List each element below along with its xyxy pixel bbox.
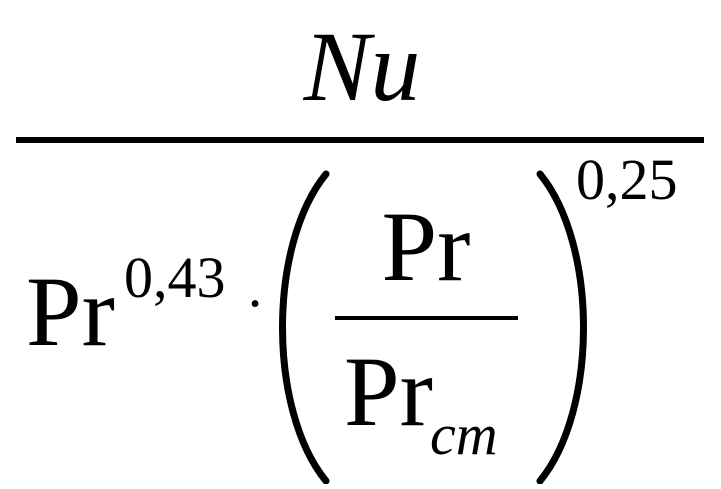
denominator-pr: Pr	[26, 256, 115, 367]
left-parenthesis	[279, 170, 330, 485]
paren-exponent: 0,25	[576, 147, 678, 212]
multiply-dot: ·	[245, 271, 264, 336]
inner-denominator-subscript: cm	[430, 402, 498, 467]
right-parenthesis	[536, 170, 587, 485]
numerator-nu: Nu	[303, 11, 421, 122]
inner-numerator-pr: Pr	[382, 191, 471, 302]
pr-exponent: 0,43	[124, 245, 226, 310]
inner-denominator-pr: Pr	[344, 336, 433, 447]
inner-fraction-bar	[335, 316, 518, 320]
main-fraction-bar	[16, 137, 704, 143]
